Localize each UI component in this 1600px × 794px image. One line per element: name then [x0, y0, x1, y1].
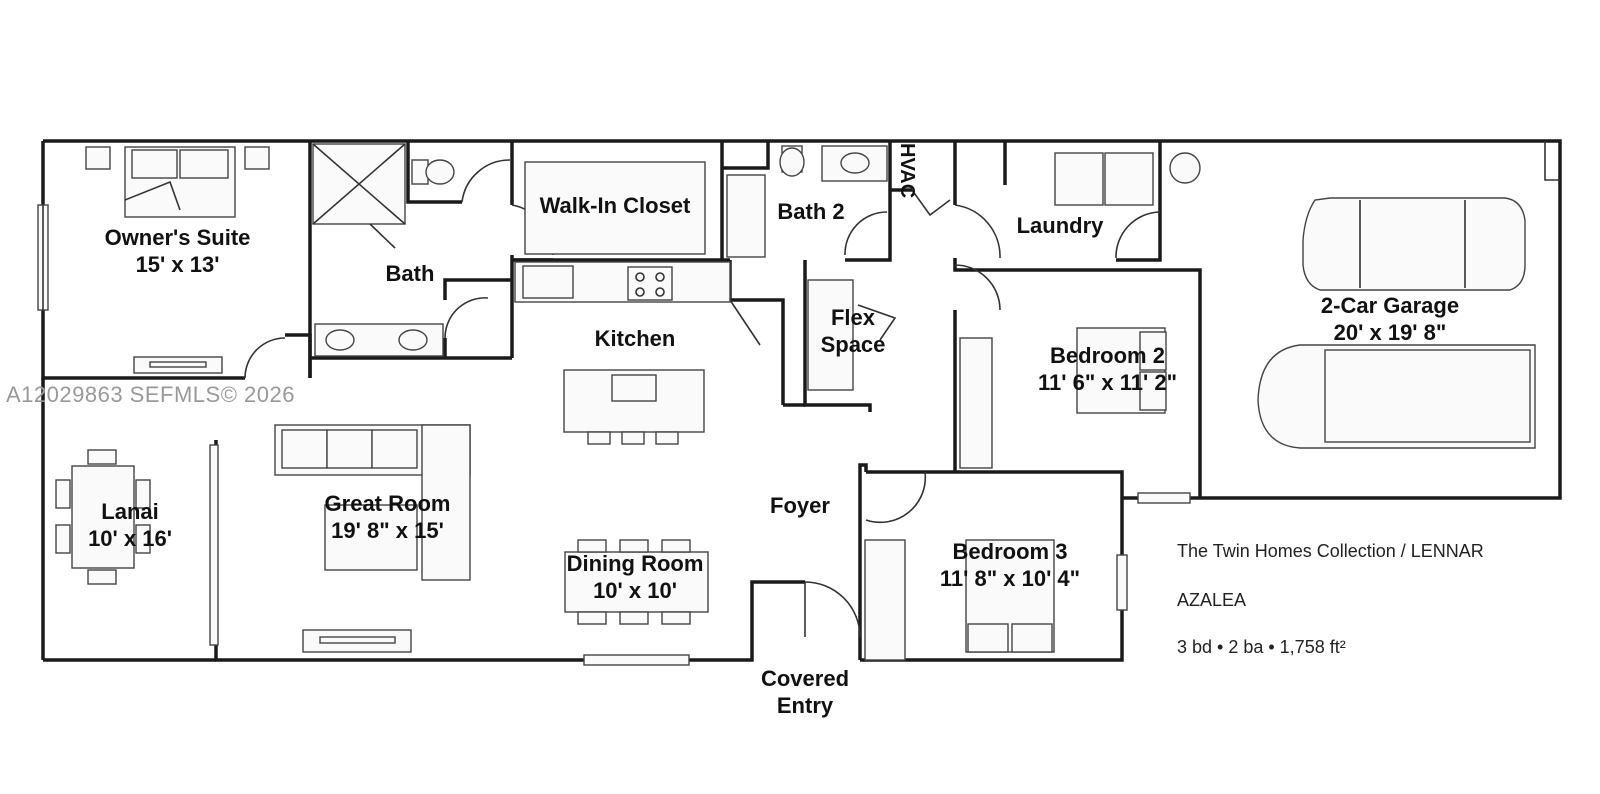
collection-text: The Twin Homes Collection / LENNAR [1177, 541, 1484, 561]
room-dims: 20' x 19' 8" [1333, 320, 1447, 345]
room-name-line2: Space [820, 332, 886, 357]
room-name: Bedroom 3 [952, 539, 1068, 564]
windows [37, 204, 1191, 666]
listing-watermark: A12029863 SEFMLS© 2026 [6, 382, 295, 407]
room-kitchen: Kitchen [580, 325, 690, 352]
covered-entry-label: Covered Entry [755, 665, 855, 719]
room-name: Bath 2 [777, 199, 845, 224]
room-name: Dining Room [566, 551, 704, 576]
model-name: AZALEA [1177, 590, 1247, 610]
room-name: Foyer [770, 493, 830, 518]
room-bedroom-2: Bedroom 2 11' 6" x 11' 2" [1020, 342, 1195, 396]
room-dims: 19' 8" x 15' [331, 518, 444, 543]
room-name: Laundry [1016, 213, 1104, 238]
room-bath-2: Bath 2 [766, 198, 856, 225]
room-dims: 10' x 16' [88, 526, 172, 551]
room-walk-in-closet: Walk-In Closet [520, 192, 710, 219]
room-hvac: HVAC [896, 140, 938, 220]
room-lanai: Lanai 10' x 16' [75, 498, 185, 552]
laundry-garage-fixtures [1054, 141, 1560, 449]
room-great-room: Great Room 19' 8" x 15' [300, 490, 475, 544]
room-dims: 15' x 13' [135, 252, 220, 277]
room-name: Great Room [324, 491, 451, 516]
room-bath: Bath [370, 260, 450, 287]
room-dims: 11' 8" x 10' 4" [939, 566, 1081, 591]
room-bedroom-3: Bedroom 3 11' 8" x 10' 4" [930, 538, 1090, 592]
room-dims: 10' x 10' [593, 578, 677, 603]
home-stats: 3 bd • 2 ba • 1,758 ft² [1177, 637, 1346, 657]
room-name: Bath [385, 261, 435, 286]
room-name: Kitchen [594, 326, 676, 351]
room-laundry: Laundry [1005, 212, 1115, 239]
label-line2: Entry [776, 693, 834, 718]
room-name-line1: Flex [830, 305, 876, 330]
room-name: Lanai [101, 499, 159, 524]
room-name: 2-Car Garage [1320, 293, 1460, 318]
room-dims: 11' 6" x 11' 2" [1038, 370, 1177, 395]
room-name: Walk-In Closet [539, 193, 691, 218]
bath-fixtures [312, 143, 888, 357]
living-furniture [55, 424, 709, 653]
room-name: HVAC [896, 143, 918, 199]
owners-suite-furniture [85, 146, 270, 374]
kitchen-fixtures [514, 261, 897, 445]
owners-wing-walls [285, 141, 1202, 498]
room-name: Owner's Suite [104, 225, 251, 250]
room-flex-space: Flex Space [808, 304, 898, 358]
room-garage: 2-Car Garage 20' x 19' 8" [1290, 292, 1490, 346]
label-line1: Covered [760, 666, 850, 691]
room-foyer: Foyer [755, 492, 845, 519]
room-dining-room: Dining Room 10' x 10' [550, 550, 720, 604]
bedroom-furniture [965, 327, 1167, 653]
room-owners-suite: Owner's Suite 15' x 13' [95, 224, 260, 278]
room-name: Bedroom 2 [1050, 343, 1165, 368]
